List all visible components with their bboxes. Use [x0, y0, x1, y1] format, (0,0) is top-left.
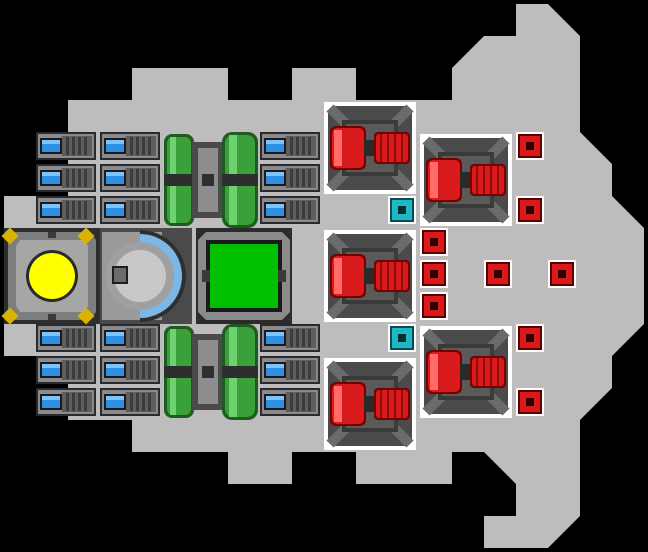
battery-cell[interactable] — [100, 356, 160, 384]
battery-cell[interactable] — [36, 388, 96, 416]
battery-cell[interactable] — [100, 324, 160, 352]
battery-cell[interactable] — [36, 324, 96, 352]
battery-cell[interactable] — [260, 196, 320, 224]
ammo-nodes[interactable] — [420, 132, 576, 416]
power-node[interactable] — [388, 324, 416, 352]
weapon-bay[interactable] — [324, 102, 512, 450]
battery-cell[interactable] — [36, 132, 96, 160]
battery-cell[interactable] — [260, 356, 320, 384]
power-nodes[interactable] — [388, 196, 416, 352]
battery-cell[interactable] — [260, 324, 320, 352]
battery-rack-bottom[interactable] — [36, 324, 320, 416]
battery-cell[interactable] — [36, 356, 96, 384]
battery-cell[interactable] — [100, 164, 160, 192]
ammo-node[interactable] — [516, 388, 544, 416]
battery-rack-top[interactable] — [36, 132, 320, 224]
laser-turret[interactable] — [420, 326, 512, 418]
ammo-node[interactable] — [548, 260, 576, 288]
laser-turret[interactable] — [324, 358, 416, 450]
fuel-tank-top[interactable] — [164, 132, 258, 228]
power-node[interactable] — [388, 196, 416, 224]
ammo-node[interactable] — [516, 324, 544, 352]
battery-cell[interactable] — [36, 196, 96, 224]
battery-cell[interactable] — [100, 388, 160, 416]
fuel-tank-bottom[interactable] — [164, 324, 258, 420]
fuel-tank[interactable] — [164, 324, 258, 420]
battery-cell[interactable] — [100, 196, 160, 224]
battery-cell[interactable] — [100, 132, 160, 160]
ammo-node[interactable] — [420, 260, 448, 288]
ammo-node[interactable] — [484, 260, 512, 288]
fuel-tank[interactable] — [164, 132, 258, 228]
ammo-node[interactable] — [420, 228, 448, 256]
cockpit-dome[interactable] — [100, 228, 192, 324]
computer-screen[interactable] — [196, 228, 292, 324]
laser-turret[interactable] — [324, 230, 416, 322]
laser-turret[interactable] — [420, 134, 512, 226]
ammo-node[interactable] — [516, 132, 544, 160]
battery-cell[interactable] — [260, 388, 320, 416]
reactor-core[interactable] — [1, 227, 100, 325]
ammo-node[interactable] — [420, 292, 448, 320]
laser-turret[interactable] — [324, 102, 416, 194]
battery-cell[interactable] — [260, 132, 320, 160]
battery-cell[interactable] — [36, 164, 96, 192]
ammo-node[interactable] — [516, 196, 544, 224]
battery-cell[interactable] — [260, 164, 320, 192]
